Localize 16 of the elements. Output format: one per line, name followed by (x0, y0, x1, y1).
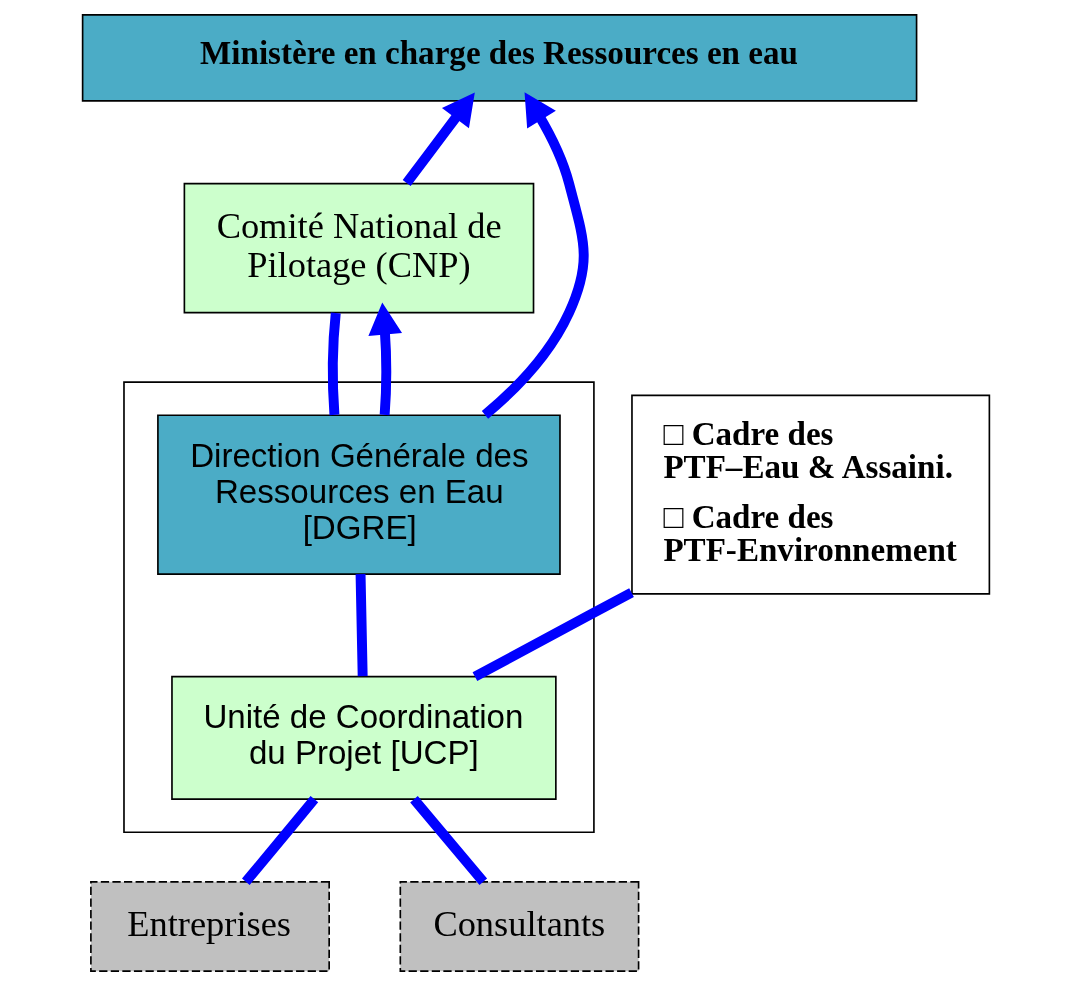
arrow (481, 92, 589, 419)
connector (410, 796, 488, 885)
connector (472, 588, 634, 681)
node-box: □ Cadre des PTF–Eau & Assaini. □ Cadre des PTF-Environnement (631, 394, 991, 595)
node-box: Entreprises (90, 881, 330, 973)
node-box: Comité National de Pilotage (CNP) (183, 182, 535, 314)
connector (242, 796, 319, 885)
arrow (368, 302, 403, 416)
connector (355, 574, 368, 677)
node-box: Ministère en charge des Ressources en eau (81, 13, 918, 102)
arrow (402, 92, 475, 186)
cluster (123, 381, 595, 834)
node-box: Consultants (399, 881, 640, 973)
node-box: Unité de Coordination du Projet [UCP] (171, 675, 557, 800)
node-box: Direction Générale des Ressources en Eau [DGRE] (157, 414, 561, 575)
connector (327, 312, 341, 416)
